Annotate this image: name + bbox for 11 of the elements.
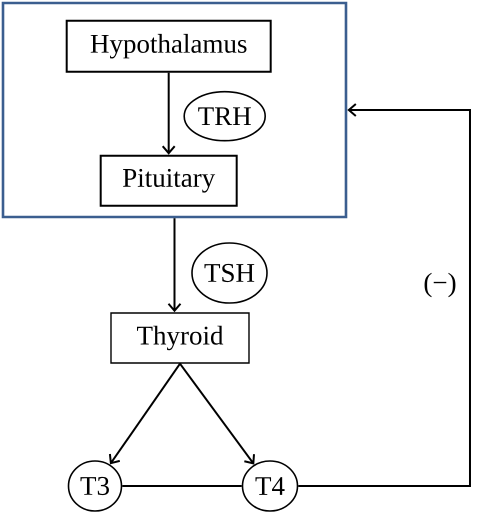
process-box: Hypothalamus (66, 20, 272, 73)
connector-line (122, 485, 242, 487)
arrow (108, 363, 181, 464)
group-box (2, 2, 348, 218)
arrow (168, 218, 182, 312)
arrow (298, 103, 471, 487)
arrow (162, 72, 176, 155)
edge-label: (−) (424, 272, 456, 298)
arrow (179, 363, 255, 465)
process-box: Pituitary (100, 154, 238, 207)
process-box: Thyroid (110, 312, 250, 364)
